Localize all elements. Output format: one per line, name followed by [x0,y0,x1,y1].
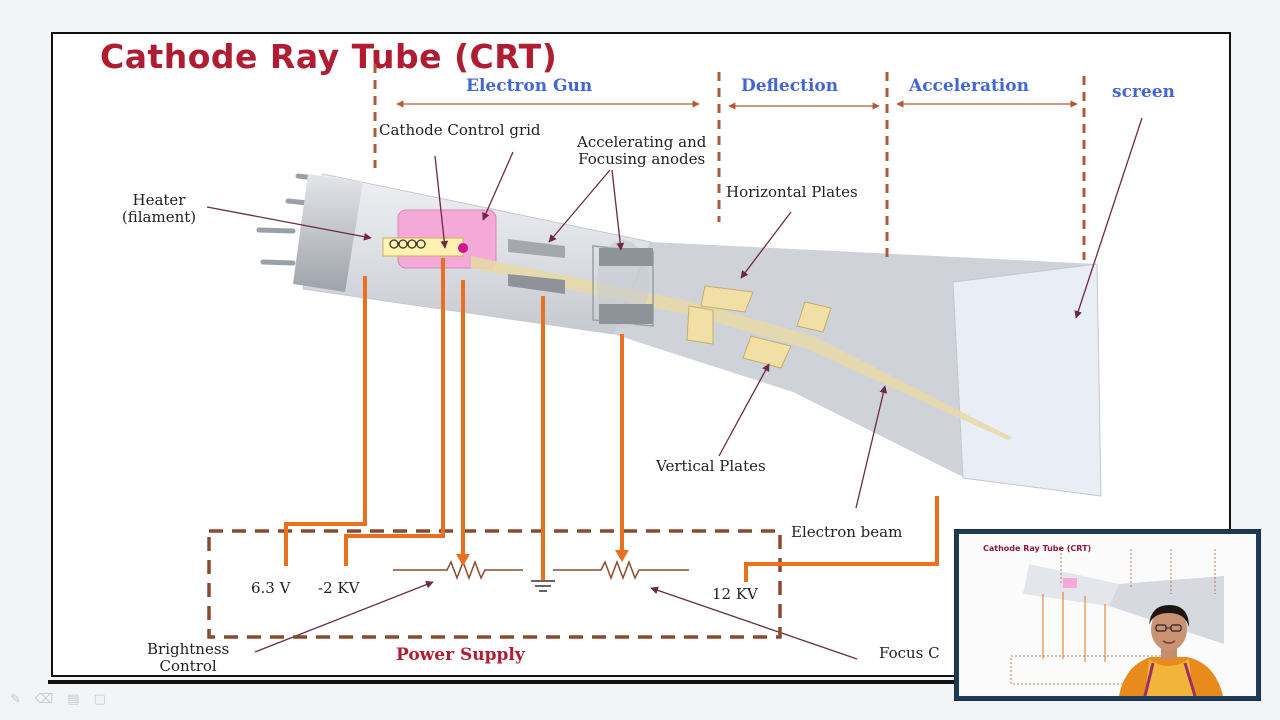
player-controls: ✎⌫▤▢ [10,692,120,707]
inset-slide-thumbnail: Cathode Ray Tube (CRT) [959,534,1256,696]
slide: Cathode Ray Tube (CRT) [51,32,1231,677]
label-brightness-line1: Brightness [147,640,230,658]
presenter-video [1119,605,1223,696]
label-heater-line2: (filament) [121,207,197,226]
horizontal-plate-bottom [742,335,792,369]
horizontal-plate-top [700,285,754,313]
label-pointers [206,117,1143,660]
wiper-arrows [456,550,629,566]
label-brightness-line2: Control [159,656,217,675]
label-electron-beam: Electron beam [791,523,903,541]
power-supply-title: Power Supply [396,645,525,665]
slide-bottom-bar [48,680,960,684]
label-anodes-line2: Focusing anodes [578,149,706,168]
voltage-6-3v: 6.3 V [251,579,291,597]
vertical-plate-right [796,301,832,333]
voltage-minus-2kv: -2 KV [318,579,360,597]
label-brightness-control: Brightness Control [147,641,229,674]
crt-screen [952,263,1102,497]
pen-icon[interactable]: ✎ [10,692,35,707]
presenter-inset: Cathode Ray Tube (CRT) [954,529,1261,701]
eraser-icon[interactable]: ⌫ [34,692,68,707]
voltage-12kv: 12 KV [712,585,758,603]
wires [284,258,939,582]
anode-1 [508,239,565,258]
cathode-tip [458,243,468,253]
label-heater-line1: Heater [132,191,186,209]
section-dividers [373,64,1086,260]
label-horizontal-plates: Horizontal Plates [726,183,858,201]
heater-coil [389,239,426,249]
crt-diagram [206,64,1143,660]
inset-slide-title: Cathode Ray Tube (CRT) [983,544,1092,553]
crt-tube [256,173,1102,497]
label-anodes: Accelerating and Focusing anodes [577,134,706,167]
label-vertical-plates: Vertical Plates [656,457,766,475]
tube-base [293,174,363,292]
slide-title: Cathode Ray Tube (CRT) [100,37,558,76]
ground-symbol [531,580,555,592]
electron-beam [471,256,1013,440]
section-deflection: Deflection [741,76,839,96]
section-electron-gun: Electron Gun [466,76,593,96]
label-heater: Heater (filament) [115,192,203,225]
section-acceleration: Acceleration [909,76,1029,96]
power-supply-box [207,529,782,639]
section-arrows [396,100,1078,110]
slides-icon[interactable]: ▤ [67,692,94,707]
label-anodes-line1: Accelerating and [577,133,707,151]
chat-icon[interactable]: ▢ [93,692,120,707]
resistors [393,559,689,581]
vertical-plate-left [686,305,714,345]
label-focus-control: Focus C [879,644,940,662]
section-screen: screen [1112,82,1175,102]
label-cathode-control-grid: Cathode Control grid [379,121,541,139]
